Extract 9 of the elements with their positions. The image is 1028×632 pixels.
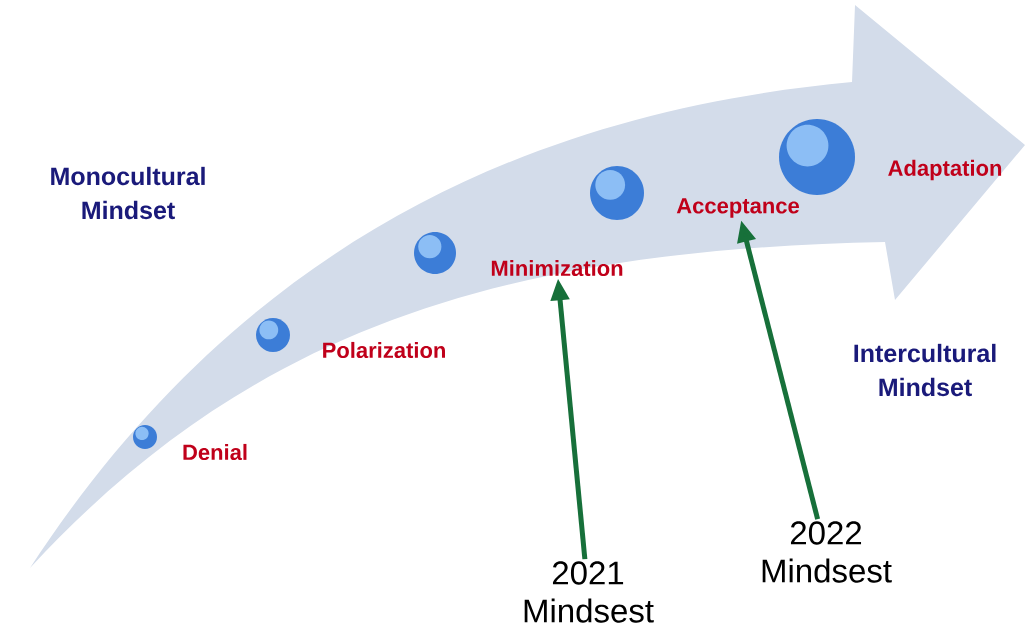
mindset-label: Monocultural Mindset (51, 166, 205, 220)
year-label: 2022 Mindsest (762, 521, 892, 583)
stage-label: Adaptation (888, 159, 1002, 181)
stage-label: Minimization (491, 259, 623, 277)
stage-label: Denial (183, 443, 247, 461)
stage-label: Polarization (323, 341, 445, 359)
stage-label: Acceptance (676, 198, 799, 218)
mindset-label: Intercultural Mindset (854, 343, 996, 397)
year-label: 2021 Mindsest (524, 561, 654, 623)
